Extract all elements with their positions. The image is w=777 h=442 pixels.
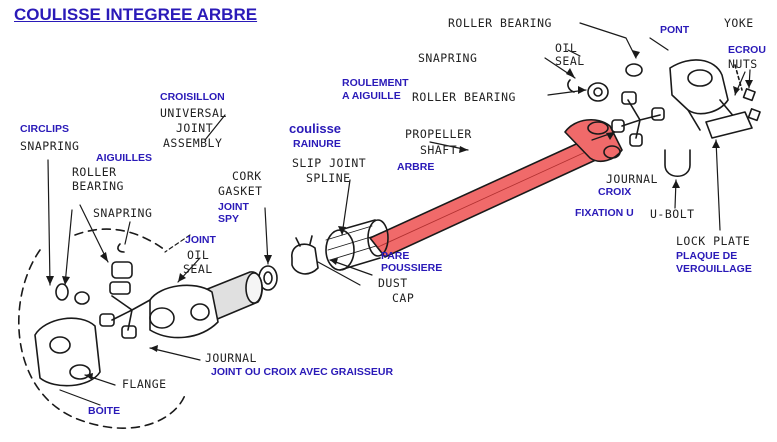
label-flange: FLANGE — [122, 377, 167, 391]
label-croisillon: CROISILLON — [160, 91, 225, 103]
label-roller-bearing-mid: ROLLER BEARING — [412, 90, 516, 104]
label-roulement-2: A AIGUILLE — [342, 90, 401, 102]
label-roulement-1: ROULEMENT — [342, 77, 409, 89]
label-joint-spy-2: SPY — [218, 213, 240, 225]
label-shaft: SHAFT — [420, 143, 458, 157]
propeller-shaft — [369, 139, 601, 258]
label-nuts: NUTS — [728, 57, 758, 71]
label-snapring-left: SNAPRING — [20, 139, 80, 153]
cork-gasket-shape — [258, 265, 278, 291]
label-slip-joint: SLIP JOINT — [292, 156, 367, 170]
label-universal: UNIVERSAL — [160, 106, 227, 120]
label-circlips: CIRCLIPS — [20, 123, 70, 135]
label-fixation-u: FIXATION U — [575, 207, 634, 219]
label-journal-left: JOURNAL — [205, 351, 257, 365]
label-snapring-right: SNAPRING — [418, 51, 478, 65]
label-oil-left: OIL — [187, 248, 210, 262]
label-pont: PONT — [660, 24, 690, 36]
right-universal-joint — [567, 63, 665, 147]
label-spline: SPLINE — [306, 171, 351, 185]
label-arbre: ARBRE — [397, 161, 435, 173]
arrowheads — [46, 50, 753, 380]
label-oil-seal-right-2: SEAL — [555, 54, 585, 68]
dashed-detail-circle — [18, 249, 186, 429]
shaft-weld-yoke — [564, 119, 623, 162]
left-universal-joint — [55, 243, 151, 339]
label-lock-plate: LOCK PLATE — [676, 234, 751, 248]
leader-lines — [47, 22, 751, 406]
label-journal-right: JOURNAL — [606, 172, 658, 186]
u-bolt-shape — [664, 149, 691, 178]
dust-cap-shape — [291, 235, 319, 275]
label-aiguilles: AIGUILLES — [96, 152, 153, 164]
label-seal-left: SEAL — [183, 262, 213, 276]
label-ecrou: ECROU — [728, 44, 766, 56]
label-snapring-mid: SNAPRING — [93, 206, 153, 220]
label-propeller: PROPELLER — [405, 127, 472, 141]
label-assembly: ASSEMBLY — [163, 136, 223, 150]
label-rainure: RAINURE — [293, 138, 341, 150]
label-oil-seal-right-1: OIL — [555, 41, 578, 55]
label-joint-fr: JOINT — [185, 234, 216, 246]
slip-yoke — [149, 271, 263, 339]
page-title: COULISSE INTEGREE ARBRE — [14, 5, 258, 24]
label-dust: DUST — [378, 276, 408, 290]
label-pare: PARE — [381, 250, 410, 262]
flange-shape — [34, 317, 101, 387]
label-roller-bearing-top: ROLLER BEARING — [448, 16, 552, 30]
label-poussiere: POUSSIERE — [381, 262, 443, 274]
label-coulisse: coulisse — [289, 121, 342, 136]
label-croix: CROIX — [598, 186, 632, 198]
label-joint-croix: JOINT OU CROIX AVEC GRAISSEUR — [211, 366, 394, 378]
label-roller-left: ROLLER — [72, 165, 117, 179]
label-joint-spy-1: JOINT — [218, 201, 249, 213]
label-joint-en: JOINT — [176, 121, 214, 135]
lock-plate-shape — [705, 88, 761, 139]
label-yoke: YOKE — [724, 16, 754, 30]
label-bearing-left: BEARING — [72, 179, 124, 193]
label-verouillage: VEROUILLAGE — [676, 263, 752, 275]
label-cap: CAP — [392, 291, 415, 305]
label-cork: CORK — [232, 169, 262, 183]
label-boite: BOITE — [88, 405, 121, 417]
label-plaque: PLAQUE DE — [676, 250, 738, 262]
label-u-bolt: U-BOLT — [650, 207, 695, 221]
label-gasket: GASKET — [218, 184, 263, 198]
